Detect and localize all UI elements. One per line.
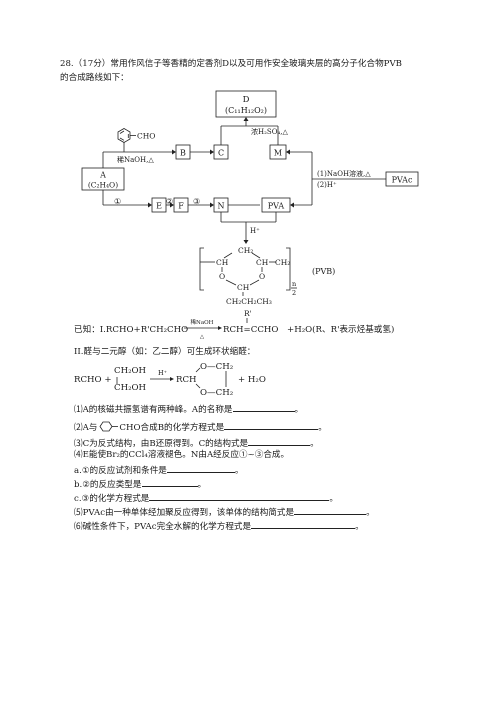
q2-period: 。 <box>318 423 327 433</box>
q4c: c.③的化学方程式是 。 <box>74 491 338 505</box>
known-i-cond-bottom: △ <box>200 334 205 340</box>
pvb-ch2-tail-vis: CH₂ <box>275 258 290 267</box>
known-ii-rcho: RCHO + <box>74 375 112 385</box>
box-b-label: B <box>180 149 186 158</box>
box-d <box>215 90 277 118</box>
q6-period: 。 <box>355 522 364 532</box>
pvb-structure: CH₂ CH CH CH₂ CH₂ O O CH CH₂CH₂CH₃ n 2 (… <box>199 246 335 306</box>
q5: ⑸PVAc由一种单体经加聚反应得到，该单体的结构简式是 。 <box>74 505 375 519</box>
q6-text: ⑹碱性条件下，PVAc完全水解的化学方程式是 <box>74 522 252 532</box>
pvb-ch2-top: CH₂ <box>238 246 253 255</box>
q2: ⑵A与 CHO合成B的化学方程式是 。 <box>74 420 327 434</box>
question-line-1: 28.（17分）常用作风信子等香精的定香剂D以及可用作安全玻璃夹层的高分子化合物… <box>60 59 402 69</box>
q6-answer-blank[interactable] <box>251 519 356 529</box>
q4a-period: 。 <box>234 466 244 476</box>
box-m-label: M <box>274 149 282 158</box>
known-i-product: RCH=CCHO <box>223 325 279 335</box>
known-ii-ch2oh-top: CH₂OH <box>114 366 147 376</box>
q6: ⑹碱性条件下，PVAc完全水解的化学方程式是 。 <box>74 519 364 533</box>
box-a-label: A <box>99 171 106 180</box>
known-i-rprime: R' <box>244 309 252 318</box>
pvb-o-right: O <box>259 272 265 281</box>
known-ii-o-top: O—CH₂ <box>200 362 234 372</box>
step-2-mark: ② <box>166 197 173 206</box>
q4c-text: c.③的化学方程式是 <box>74 494 150 504</box>
pvb-ch-right: CH <box>256 258 269 267</box>
pvb-n: n <box>292 280 296 288</box>
step-1: ① <box>114 197 121 206</box>
box-n-label: N <box>218 202 225 211</box>
q2-pre: ⑵A与 <box>74 423 98 433</box>
benzene-ring-icon <box>99 421 119 432</box>
box-pvac-label: PVAc <box>392 176 413 185</box>
benzaldehyde-cho: CHO <box>137 132 155 141</box>
q4b-answer-blank[interactable] <box>141 477 198 487</box>
q4b-period: 。 <box>197 480 207 490</box>
known-ii-scheme: H⁺ <box>116 367 227 389</box>
q2-answer-blank[interactable] <box>224 420 319 430</box>
pvb-ch-bottom: CH <box>237 283 250 292</box>
q4b: b.②的反应类型是 。 <box>74 477 206 491</box>
pvb-o-left: O <box>219 272 225 281</box>
known-ii-title: II.醛与二元醇（如：乙二醇）可生成环状缩醛： <box>74 347 256 357</box>
benzaldehyde-ring-icon <box>117 128 136 143</box>
pvb-ch-left: CH <box>216 258 229 267</box>
known-ii-ch2oh-bot: CH₂OH <box>114 383 147 393</box>
hplus-to-pvb: H⁺ <box>250 227 260 235</box>
cond-pvac-1: (1)NaOH溶液,△ <box>317 169 371 178</box>
known-ii-water: + H₂O <box>238 375 266 385</box>
cond-a-to-b: 稀NaOH,△ <box>117 155 154 164</box>
q4b-text: b.②的反应类型是 <box>74 480 142 490</box>
known-i-suffix: +H₂O(R、R'表示烃基或氢) <box>287 325 395 335</box>
box-d-label: D <box>243 95 250 105</box>
pvb-2: 2 <box>292 289 296 297</box>
cond-pvac-2: (2)H⁺ <box>317 181 337 189</box>
q4a-text: a.①的反应试剂和条件是 <box>74 466 167 476</box>
q1: ⑴A的核磁共振氢谱有两种峰。A的名称是 。 <box>74 402 303 416</box>
known-i-cond-top: 稀NaOH <box>191 318 214 326</box>
pvb-chain: CH₂CH₂CH₃ <box>226 297 272 306</box>
q5-text: ⑸PVAc由一种单体经加聚反应得到，该单体的结构简式是 <box>74 508 295 518</box>
box-pva-label: PVA <box>268 202 285 211</box>
known-ii-o-bot: O—CH₂ <box>200 388 234 398</box>
pvb-label: (PVB) <box>312 267 335 276</box>
box-a-formula: (C₂H₄O) <box>88 181 118 190</box>
box-e-label: E <box>156 202 162 211</box>
box-c-label: C <box>218 149 224 158</box>
known-ii-rch: RCH <box>176 375 197 385</box>
step-3: ③ <box>193 197 200 206</box>
synthesis-scheme: D (C₁₁H₁₂O₂) CHO A (C₂H₄O) 稀NaOH,△ B C <box>81 90 419 306</box>
q2-post: 合成B的化学方程式是 <box>140 423 225 433</box>
box-f-label: F <box>178 202 184 211</box>
q3-text: ⑶C为反式结构，由B还原得到。C的结构式是 <box>74 439 249 449</box>
known-i-prefix: 已知：I.RCHO+R'CH₂CHO <box>74 325 189 335</box>
cond-c-to-d: 浓H₂SO₄,△ <box>251 127 288 136</box>
box-d-formula: (C₁₁H₁₂O₂) <box>225 106 267 115</box>
q4c-answer-blank[interactable] <box>149 491 330 501</box>
q3: ⑶C为反式结构，由B还原得到。C的结构式是 。 <box>74 436 319 450</box>
q3-period: 。 <box>310 439 319 449</box>
q1-answer-blank[interactable] <box>232 402 295 412</box>
q4: ⑷E能使Br₂的CCl₄溶液褪色。N由A经反应①~③合成。 <box>74 450 290 460</box>
known-ii-hplus: H⁺ <box>158 369 167 377</box>
q4a-answer-blank[interactable] <box>166 463 235 473</box>
q1-text: ⑴A的核磁共振氢谱有两种峰。A的名称是 <box>74 405 233 415</box>
question-line-2: 的合成路线如下： <box>60 73 129 83</box>
q5-answer-blank[interactable] <box>294 505 367 515</box>
q2-cho: CHO <box>119 423 141 433</box>
q3-answer-blank[interactable] <box>248 436 311 446</box>
known-i-arrow: 稀NaOH △ R' <box>184 309 252 340</box>
q4c-period: 。 <box>329 494 339 504</box>
q4a: a.①的反应试剂和条件是 。 <box>74 463 244 477</box>
q1-period: 。 <box>294 405 304 415</box>
q5-period: 。 <box>366 508 375 518</box>
